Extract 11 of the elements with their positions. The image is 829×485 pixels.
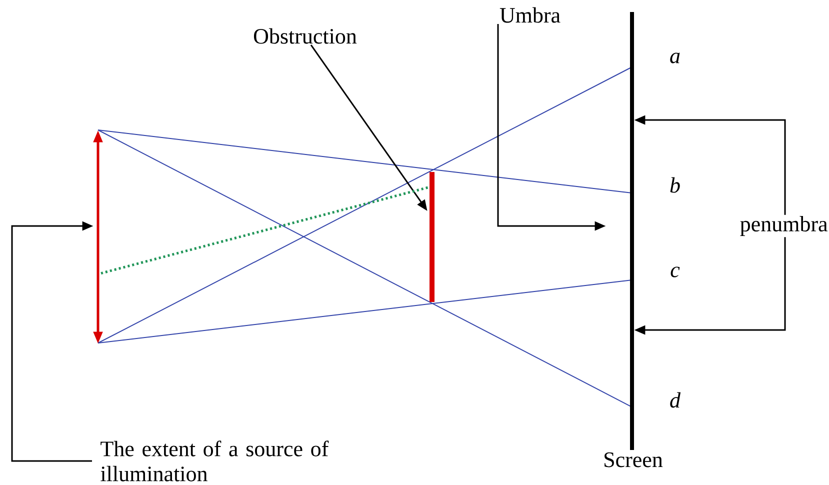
penumbra-label: penumbra (740, 216, 828, 236)
point-label: a (670, 52, 680, 64)
obstruction-label: Obstruction (254, 28, 357, 44)
obstruction-bar (430, 172, 434, 302)
point-label: d (670, 392, 681, 408)
dotted-ray (100, 186, 428, 274)
point-label: b (670, 177, 680, 193)
source-label: The extent of a source of illumination (100, 440, 329, 482)
point-label: c (670, 266, 680, 278)
umbra-label: Umbra (500, 7, 560, 23)
screen-label: Screen (604, 452, 663, 468)
